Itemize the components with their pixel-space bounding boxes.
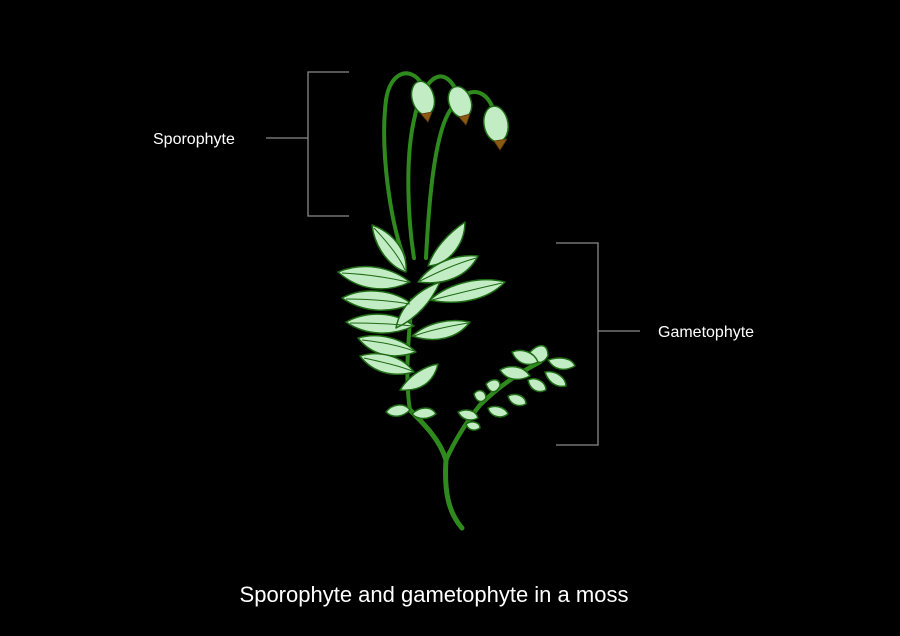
capsule-right — [483, 105, 509, 151]
leaf — [473, 389, 487, 403]
seta-right — [424, 90, 494, 260]
leafy-shoot — [337, 221, 506, 420]
leaf — [511, 349, 539, 366]
leaf — [385, 404, 411, 417]
leaf — [427, 221, 466, 267]
leaf — [395, 281, 441, 329]
leaf — [485, 379, 501, 393]
seta-left — [382, 71, 424, 260]
gametophyte-callout: Gametophyte — [556, 242, 754, 446]
sporophyte-label: Sporophyte — [153, 131, 235, 148]
capsule-middle — [447, 85, 473, 126]
seta-middle — [406, 74, 458, 260]
sporophyte-bracket — [307, 71, 349, 217]
side-branch-leaves — [457, 344, 576, 431]
leaf — [527, 378, 547, 393]
leaf — [457, 409, 479, 421]
gametophyte-bracket — [556, 242, 599, 446]
leaf — [544, 370, 567, 388]
gametophyte-label: Gametophyte — [658, 324, 754, 341]
leaf — [399, 363, 439, 391]
main-stem — [407, 407, 465, 531]
leaf — [359, 352, 415, 376]
leaf — [487, 405, 509, 418]
leaf — [411, 407, 437, 420]
leaf — [411, 319, 471, 341]
leaf — [337, 265, 411, 290]
leaf — [499, 365, 531, 381]
caption: Sporophyte and gametophyte in a moss — [240, 582, 629, 607]
leaf — [547, 357, 576, 371]
sporophyte-callout: Sporophyte — [153, 71, 349, 217]
leaf — [465, 421, 481, 431]
leaf — [371, 224, 407, 273]
capsule-left — [410, 80, 436, 123]
moss-plant — [337, 71, 576, 531]
leaf — [507, 393, 527, 407]
